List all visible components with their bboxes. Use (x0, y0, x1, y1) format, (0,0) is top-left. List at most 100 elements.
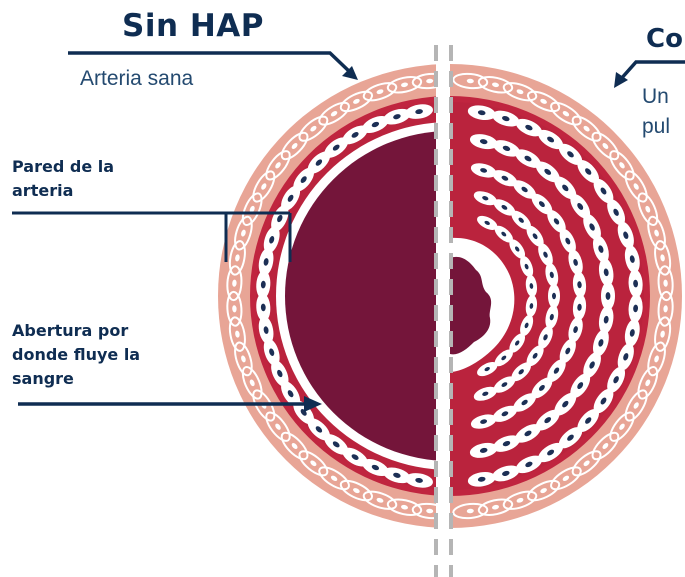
blood-opening-label: Abertura por donde fluye la sangre (12, 319, 140, 391)
muscle-cell (467, 471, 496, 487)
outer-layer-cell (624, 389, 648, 422)
wall-pointer (12, 211, 292, 262)
outer-layer-cell (526, 90, 561, 113)
blood-opening-label-line-3: sangre (12, 369, 74, 388)
outer-layer-cell (386, 76, 423, 94)
muscle-cell (256, 270, 271, 299)
outer-layer-cell (252, 170, 276, 203)
outer-layer-cell (502, 490, 538, 510)
blood-opening-label-line-1: Abertura por (12, 321, 129, 340)
muscle-cell (492, 110, 520, 127)
outer-layer-cell (502, 82, 538, 102)
pah-narrowed-opening (450, 256, 492, 355)
outer-layer-cell (298, 115, 329, 142)
outer-layer-cell (411, 502, 436, 520)
pah-subtitle: Un pul (642, 82, 670, 142)
outer-layer-cell (265, 411, 291, 442)
muscle-cell (607, 199, 626, 226)
muscle-cell (509, 333, 526, 353)
muscle-cell (293, 167, 315, 192)
outer-layer-cell (637, 192, 659, 227)
opening-pointer (18, 396, 322, 412)
outer-layer-cell (452, 502, 489, 520)
muscle-cell (405, 104, 433, 119)
outer-layer-cell (339, 479, 374, 502)
muscle-cell (592, 329, 609, 357)
outer-layer-cell (624, 170, 648, 203)
muscle-cell (628, 269, 643, 298)
outer-layer-cell (657, 265, 674, 302)
muscle-cell (473, 386, 497, 401)
pah-artery-pointer (614, 60, 685, 88)
outer-layer-cell (452, 72, 489, 90)
muscle-cell (515, 149, 541, 168)
outer-layer-cell (477, 498, 514, 516)
blood-opening-label-line-2: donde fluye la (12, 345, 141, 364)
pah-outer-cells (452, 72, 674, 520)
muscle-cell (477, 362, 498, 377)
muscle-cell (548, 284, 560, 308)
outer-layer-cell (609, 150, 635, 181)
outer-layer-cell (411, 72, 436, 90)
muscle-cell (307, 151, 331, 174)
outer-layer-cell (477, 76, 514, 94)
muscle-cell (601, 282, 615, 310)
outer-layer-cell (654, 316, 672, 352)
outer-layer-cell (571, 115, 602, 142)
outer-layer-cell (280, 431, 309, 461)
outer-layer-cell (591, 131, 620, 161)
outer-layer-cell (657, 290, 674, 327)
muscle-cell (598, 305, 614, 334)
outer-layer-cell (362, 490, 398, 510)
artery-wall-label: Pared de la arteria (12, 155, 114, 203)
muscle-cell (493, 140, 520, 157)
muscle-cell (493, 435, 520, 452)
outer-layer-cell (241, 365, 263, 400)
pah-artery-half (450, 64, 682, 528)
outer-layer-cell (318, 101, 350, 126)
healthy-subtitle: Arteria sana (80, 67, 194, 90)
muscle-cell (515, 424, 541, 443)
muscle-cell (470, 414, 497, 429)
muscle-cell (469, 442, 498, 458)
outer-layer-cell (654, 240, 672, 276)
pah-title: Co (646, 24, 683, 54)
outer-layer-cell (386, 498, 423, 516)
healthy-title: Sin HAP (122, 8, 264, 44)
outer-layer-cell (234, 341, 253, 377)
outer-layer-cell (637, 365, 659, 400)
outer-layer-cell (226, 290, 243, 327)
outer-layer-cell (228, 240, 246, 276)
muscle-cell (592, 235, 609, 263)
artery-wall-label-line-2: arteria (12, 181, 74, 200)
outer-layer-cell (591, 431, 620, 461)
outer-layer-cell (647, 215, 666, 251)
outer-layer-cell (226, 265, 243, 302)
outer-layer-cell (609, 411, 635, 442)
outer-layer-cell (550, 466, 582, 491)
pah-subtitle-line-1: Un (642, 85, 669, 108)
outer-layer-cell (228, 316, 246, 352)
pah-thickened-muscle-cells (467, 105, 643, 487)
outer-layer-cell (571, 450, 602, 477)
outer-layer-cell (234, 215, 253, 251)
healthy-muscle-cells (256, 104, 433, 488)
outer-layer-cell (265, 150, 291, 181)
outer-layer-cell (298, 450, 329, 477)
muscle-cell (628, 294, 643, 323)
outer-layer-cell (318, 466, 350, 491)
outer-layer-cell (280, 131, 309, 161)
muscle-cell (554, 392, 577, 416)
muscle-cell (598, 258, 614, 287)
artery-wall-label-line-1: Pared de la (12, 157, 115, 176)
muscle-cell (256, 293, 271, 322)
muscle-cell (263, 338, 280, 366)
pah-subtitle-line-2: pul (642, 115, 671, 138)
healthy-artery-half (218, 64, 436, 528)
outer-layer-cell (339, 90, 374, 113)
outer-layer-cell (550, 101, 582, 126)
muscle-cell (513, 180, 536, 199)
healthy-artery-pointer (68, 51, 358, 80)
healthy-blood-opening (285, 131, 436, 461)
